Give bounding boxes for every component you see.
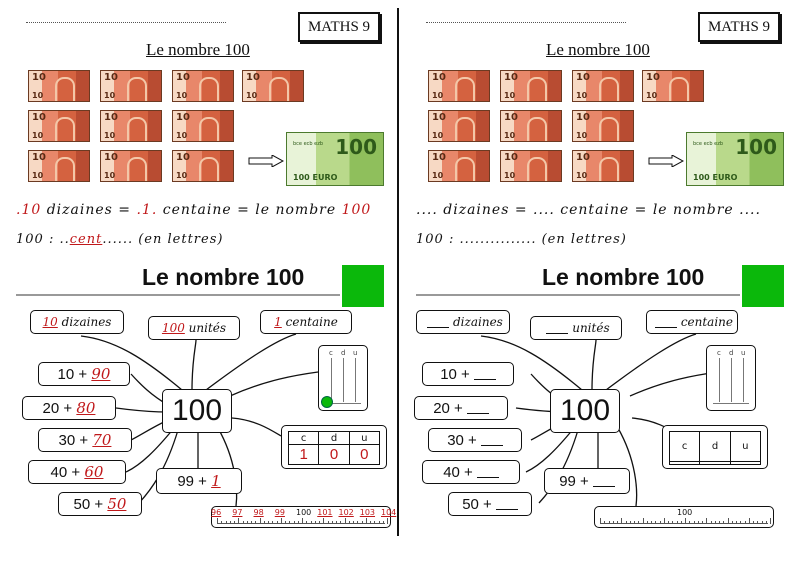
sum-row: 40 + 60 [28, 460, 126, 484]
hundred-euro-note: bce ecb ezb 100 100 EURO [286, 132, 384, 186]
sum-row: 40 + [422, 460, 520, 484]
maths-label: MATHS 9 [698, 12, 780, 42]
cdu-table: c d u [662, 425, 768, 469]
number-line-label: 104 [381, 508, 397, 517]
number-line-label: 102 [338, 508, 354, 517]
green-square [342, 265, 384, 307]
centaine-box: 1 centaine [260, 310, 352, 334]
abacus: c d u [706, 345, 756, 411]
sum-row: 20 + 80 [22, 396, 116, 420]
page-title: Le nombre 100 [146, 40, 250, 59]
banner-title: Le nombre 100 [142, 264, 305, 290]
number-line-label: 100 [296, 508, 312, 517]
number-line-label: 96 [211, 508, 222, 517]
banner-title: Le nombre 100 [542, 264, 705, 290]
en-lettres-sentence: 100 : ..cent...... (en lettres) [16, 232, 224, 247]
cdu-table: c d u 1 0 0 [281, 425, 387, 469]
sum-99-box: 99 + 1 [156, 468, 242, 494]
arrow-icon [648, 155, 684, 167]
number-line-label: 100 [677, 508, 693, 517]
hundred-euro-note: bce ecb ezb 100 100 EURO [686, 132, 784, 186]
number-line-label: 103 [359, 508, 376, 517]
sum-row: 50 + 50 [58, 492, 142, 516]
number-line-label: 98 [253, 508, 264, 517]
page-title: Le nombre 100 [546, 40, 650, 59]
name-line [426, 22, 626, 23]
number-line-label: 99 [274, 508, 285, 517]
green-square [742, 265, 784, 307]
sum-row: 30 + 70 [38, 428, 132, 452]
name-line [26, 22, 226, 23]
number-line-label: 101 [317, 508, 333, 517]
number-line-label: 97 [232, 508, 243, 517]
dizaines-box: 10 dizaines [30, 310, 124, 334]
unites-box: 100 unités [148, 316, 240, 340]
centaine-box: centaine [646, 310, 738, 334]
center-number-box: 100 [162, 389, 232, 433]
worksheet-left: MATHS 9 Le nombre 100 bce ecb ezb 100 10… [6, 0, 396, 566]
center-divider [397, 8, 399, 536]
arrow-icon [248, 155, 284, 167]
center-number-box: 100 [550, 389, 620, 433]
en-lettres-sentence: 100 : ............... (en lettres) [416, 232, 627, 247]
sum-row: 10 + [422, 362, 514, 386]
dizaines-sentence: .... dizaines = .... centaine = le nombr… [416, 202, 761, 218]
number-line: 96 97 98 99 100 101 102 103 104 [211, 506, 396, 528]
number-line: 100 [594, 506, 774, 528]
dizaines-box: dizaines [416, 310, 510, 334]
section-banner: Le nombre 100 [416, 264, 740, 296]
worksheet-right: MATHS 9 Le nombre 100 bce ecb ezb 100 10… [406, 0, 794, 566]
sum-row: 20 + [414, 396, 508, 420]
abacus: c d u [318, 345, 368, 411]
dizaines-sentence: .10 dizaines = .1. centaine = le nombre … [16, 202, 372, 218]
sum-row: 10 + 90 [38, 362, 130, 386]
section-banner: Le nombre 100 [16, 264, 340, 296]
maths-label: MATHS 9 [298, 12, 380, 42]
unites-box: unités [530, 316, 622, 340]
sum-99-box: 99 + [544, 468, 630, 494]
sum-row: 30 + [428, 428, 522, 452]
abacus-bead [321, 396, 333, 408]
sum-row: 50 + [448, 492, 532, 516]
